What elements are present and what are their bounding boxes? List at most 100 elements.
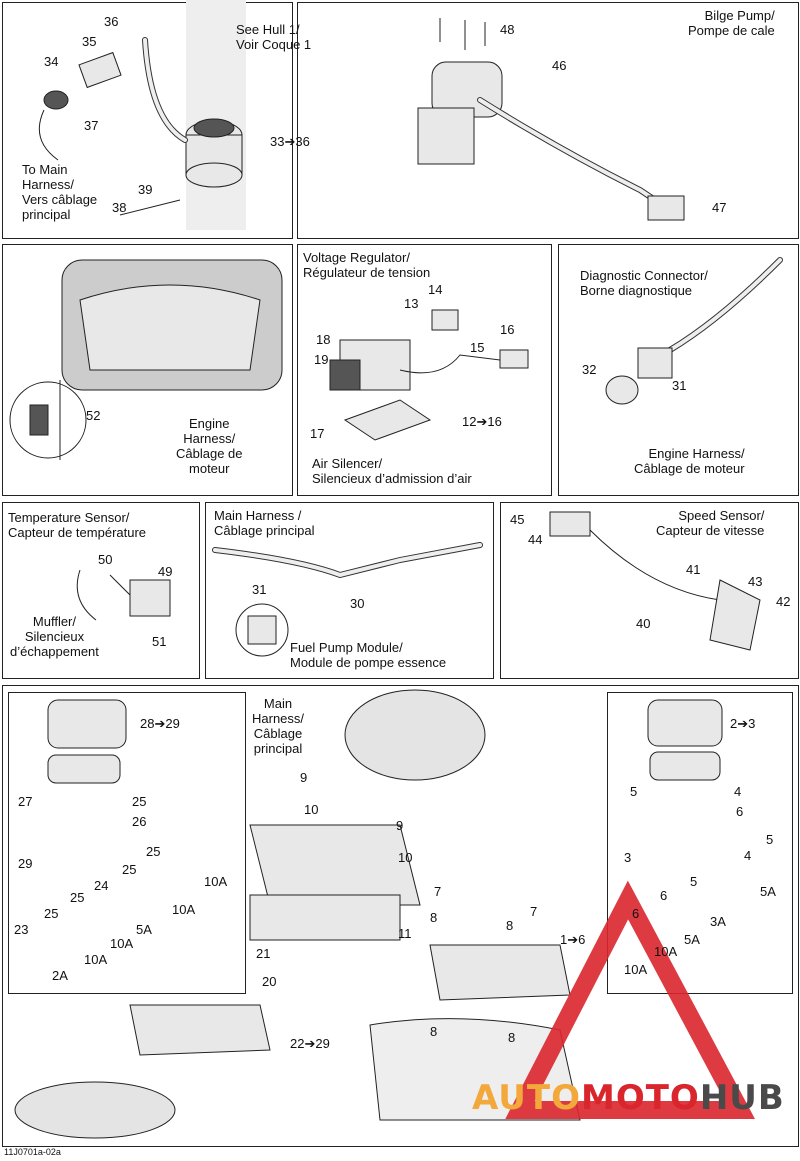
part-num: 36 (104, 14, 119, 29)
part-num: 31 (672, 378, 687, 393)
part-num: 5A (760, 884, 776, 899)
part-num: 8 (430, 1024, 438, 1039)
part-num: 49 (158, 564, 173, 579)
regulator-drawing (329, 309, 529, 441)
part-num: 10A (172, 902, 196, 917)
part-num: 6 (660, 888, 668, 903)
part-num: 1➔6 (560, 932, 586, 947)
part-num: 23 (14, 922, 29, 937)
part-num: 46 (552, 58, 567, 73)
part-num: 35 (82, 34, 97, 49)
part-num: 25 (44, 906, 59, 921)
panel-bilge-pump (297, 2, 799, 239)
part-num: 25 (70, 890, 85, 905)
part-num: 17 (310, 426, 325, 441)
part-num: 31 (252, 582, 267, 597)
part-num: 10A (204, 874, 228, 889)
temperature-title: Temperature Sensor/ Capteur de températu… (8, 510, 147, 540)
part-num: 7 (530, 904, 538, 919)
speed-sensor-title: Speed Sensor/ Capteur de vitesse (656, 508, 765, 538)
part-num: 34 (44, 54, 59, 69)
watermark-hub: HUB (699, 1078, 785, 1118)
bilge-title: Bilge Pump/ Pompe de cale (688, 8, 775, 38)
part-num: 10A (654, 944, 678, 959)
part-num: 16 (500, 322, 515, 337)
part-num: 42 (776, 594, 791, 609)
part-num: 5A (684, 932, 700, 947)
engine-drawing (9, 259, 283, 460)
figure-code: 11J0701a-02a (4, 1147, 61, 1157)
part-num: 50 (98, 552, 113, 567)
part-num: 26 (132, 814, 147, 829)
part-num: 44 (528, 532, 543, 547)
engine-label: Engine Harness/ Câblage de moteur (176, 416, 243, 476)
regulator-title: Voltage Regulator/ Régulateur de tension (303, 250, 431, 280)
part-num: 30 (350, 596, 365, 611)
part-num: 10A (110, 936, 134, 951)
main-harness-drawing (212, 542, 483, 657)
hull-title: See Hull 1/ Voir Coque 1 (236, 22, 312, 52)
part-num: 47 (712, 200, 727, 215)
bilge-pump-drawing (417, 18, 685, 221)
part-num: 18 (316, 332, 331, 347)
part-num: 5 (630, 784, 638, 799)
part-num: 5 (690, 874, 698, 889)
part-num: 9 (300, 770, 308, 785)
part-num: 38 (112, 200, 127, 215)
part-num: 14 (428, 282, 443, 297)
part-num: 10A (624, 962, 648, 977)
part-num: 3 (624, 850, 632, 865)
part-num: 43 (748, 574, 763, 589)
part-num: 29 (18, 856, 33, 871)
part-num: 48 (500, 22, 515, 37)
panel-left-fuse-box (8, 692, 246, 994)
air-silencer-label: Air Silencer/ Silencieux d’admission d’a… (312, 456, 472, 486)
main-harness-title: Main Harness / Câblage principal (214, 508, 315, 538)
part-num: 8 (506, 918, 514, 933)
part-num: 4 (744, 848, 752, 863)
part-num: 25 (146, 844, 161, 859)
part-num: 10A (84, 952, 108, 967)
watermark-auto: AUTO (472, 1078, 581, 1118)
part-num: 33➔36 (270, 134, 310, 149)
part-num: 5A (136, 922, 152, 937)
fuel-pump-label: Fuel Pump Module/ Module de pompe essenc… (290, 640, 447, 670)
part-num: 8 (508, 1030, 516, 1045)
part-num: 12➔16 (462, 414, 502, 429)
part-num: 40 (636, 616, 651, 631)
part-num: 9 (396, 818, 404, 833)
hull-to-main-label: To Main Harness/ Vers câblage principal (22, 162, 98, 222)
part-num: 8 (430, 910, 438, 925)
part-num: 10 (398, 850, 413, 865)
part-num: 6 (632, 906, 640, 921)
diagnostic-engine-label: Engine Harness/ Câblage de moteur (634, 446, 745, 476)
temperature-sensor-drawing (76, 569, 171, 621)
part-num: 15 (470, 340, 485, 355)
part-num: 3A (710, 914, 726, 929)
part-num: 4 (734, 784, 742, 799)
part-num: 28➔29 (140, 716, 180, 731)
part-num: 13 (404, 296, 419, 311)
watermark-logo: AUTOMOTOHUB (472, 1078, 785, 1118)
part-num: 32 (582, 362, 597, 377)
part-num: 27 (18, 794, 33, 809)
diagnostic-title: Diagnostic Connector/ Borne diagnostique (580, 268, 708, 298)
part-num: 6 (736, 804, 744, 819)
part-num: 19 (314, 352, 329, 367)
watermark-triangle (505, 880, 755, 1119)
part-num: 7 (434, 884, 442, 899)
part-num: 21 (256, 946, 271, 961)
part-num: 45 (510, 512, 525, 527)
part-num: 52 (86, 408, 101, 423)
muffler-label: Muffler/ Silencieux d’échappement (10, 614, 99, 659)
part-num: 2A (52, 968, 68, 983)
part-num: 37 (84, 118, 99, 133)
part-num: 5 (766, 832, 774, 847)
speed-sensor-drawing (549, 511, 761, 651)
part-num: 51 (152, 634, 167, 649)
part-num: 22➔29 (290, 1036, 330, 1051)
part-num: 25 (122, 862, 137, 877)
bottom-assembly-drawing (14, 689, 723, 1139)
diagnostic-drawing (605, 257, 783, 405)
